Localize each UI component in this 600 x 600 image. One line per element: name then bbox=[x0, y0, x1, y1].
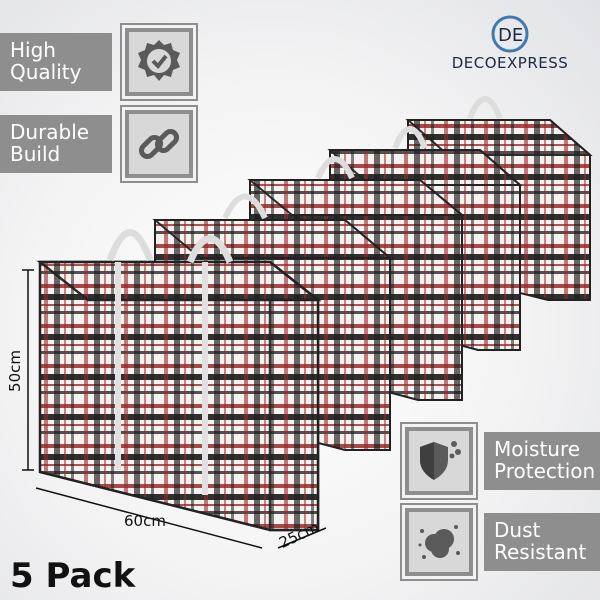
feature-high-quality-box bbox=[120, 23, 198, 101]
chain-link-icon bbox=[138, 128, 180, 160]
feature-moisture-box bbox=[400, 422, 478, 500]
feature-moisture-label: Moisture Protection bbox=[484, 432, 600, 490]
brand-logo: DE DECOEXPRESS bbox=[430, 14, 590, 74]
feature-high-quality-label: High Quality bbox=[0, 33, 112, 91]
feature-dust-label: Dust Resistant bbox=[484, 513, 600, 571]
shield-droplet-icon bbox=[420, 441, 461, 480]
feature-durable-build-label: Durable Build bbox=[0, 115, 112, 173]
pack-count-label: 5 Pack bbox=[10, 556, 136, 596]
brand-name: DECOEXPRESS bbox=[451, 54, 569, 72]
bag-1 bbox=[36, 229, 322, 532]
feature-durable-build-box bbox=[120, 105, 198, 183]
brand-emblem-icon: DE bbox=[491, 15, 529, 53]
svg-text:DE: DE bbox=[498, 25, 523, 46]
dimension-height-label: 50cm bbox=[5, 350, 24, 392]
dimension-lines bbox=[22, 269, 327, 549]
checkmark-badge-icon bbox=[138, 40, 180, 81]
dimension-width-label: 60cm bbox=[124, 512, 166, 530]
feature-dust-box bbox=[400, 503, 478, 581]
dust-cloud-icon bbox=[418, 525, 460, 559]
